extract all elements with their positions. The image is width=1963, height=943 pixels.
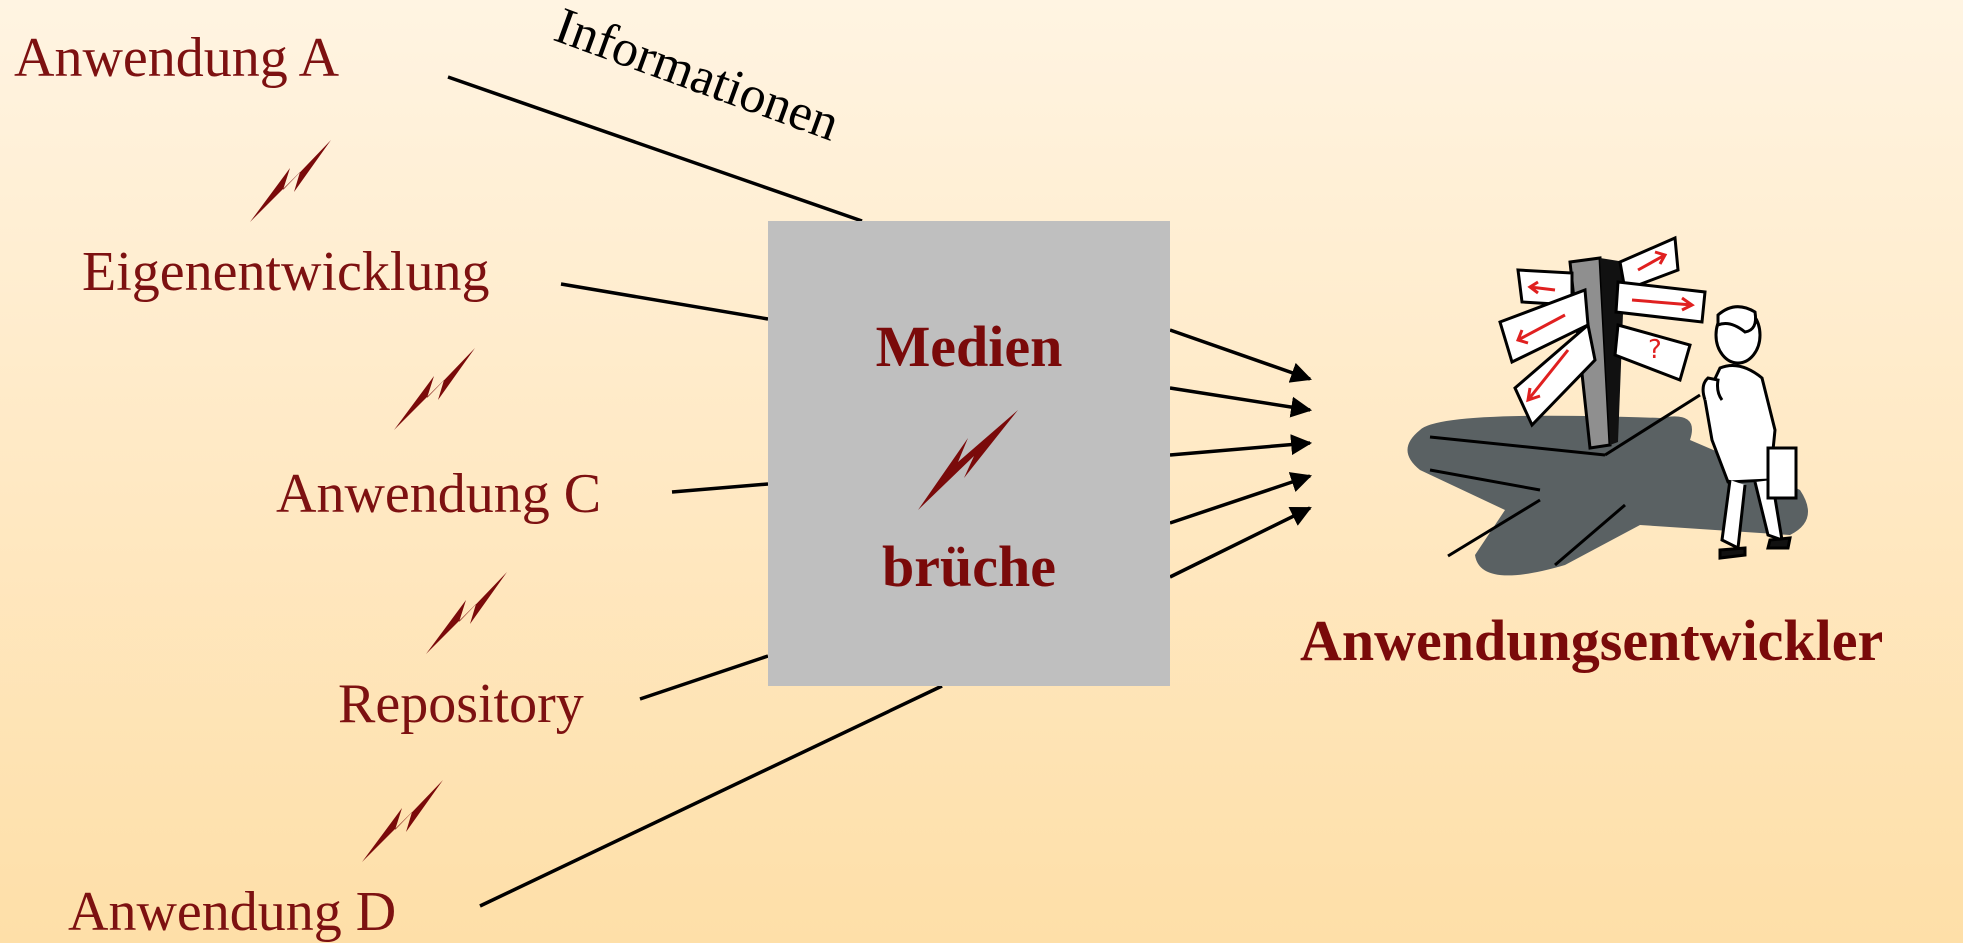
bolt-icon [918, 410, 1018, 510]
output-arrow [1169, 506, 1312, 579]
confused-developer-icon: ? [1407, 235, 1808, 576]
conflict-bolts [250, 140, 507, 862]
source-label-eigenentwicklung: Eigenentwicklung [82, 241, 490, 303]
bolt-icon [426, 572, 507, 654]
output-arrow [1169, 472, 1312, 525]
media-break-line2: brüche [882, 534, 1056, 599]
output-arrow [1169, 386, 1313, 418]
source-label-repository: Repository [338, 673, 584, 735]
svg-text:?: ? [1648, 335, 1662, 365]
connector-eigen [560, 282, 769, 321]
bolt-icon [362, 780, 443, 862]
source-label-anwendung-a: Anwendung A [14, 27, 340, 89]
output-arrow [1169, 328, 1312, 383]
source-label-anwendung-c: Anwendung C [276, 463, 602, 525]
connector-d [479, 684, 943, 908]
source-label-anwendung-d: Anwendung D [68, 881, 397, 943]
output-arrow [1169, 434, 1313, 457]
bolt-icon [250, 140, 331, 222]
connector-c [671, 482, 769, 494]
connector-a [447, 75, 863, 223]
target-label-anwendungsentwickler: Anwendungsentwickler [1300, 608, 1884, 673]
bolt-icon [394, 348, 475, 430]
media-break-line1: Medien [875, 314, 1063, 379]
connector-repo [639, 654, 769, 701]
